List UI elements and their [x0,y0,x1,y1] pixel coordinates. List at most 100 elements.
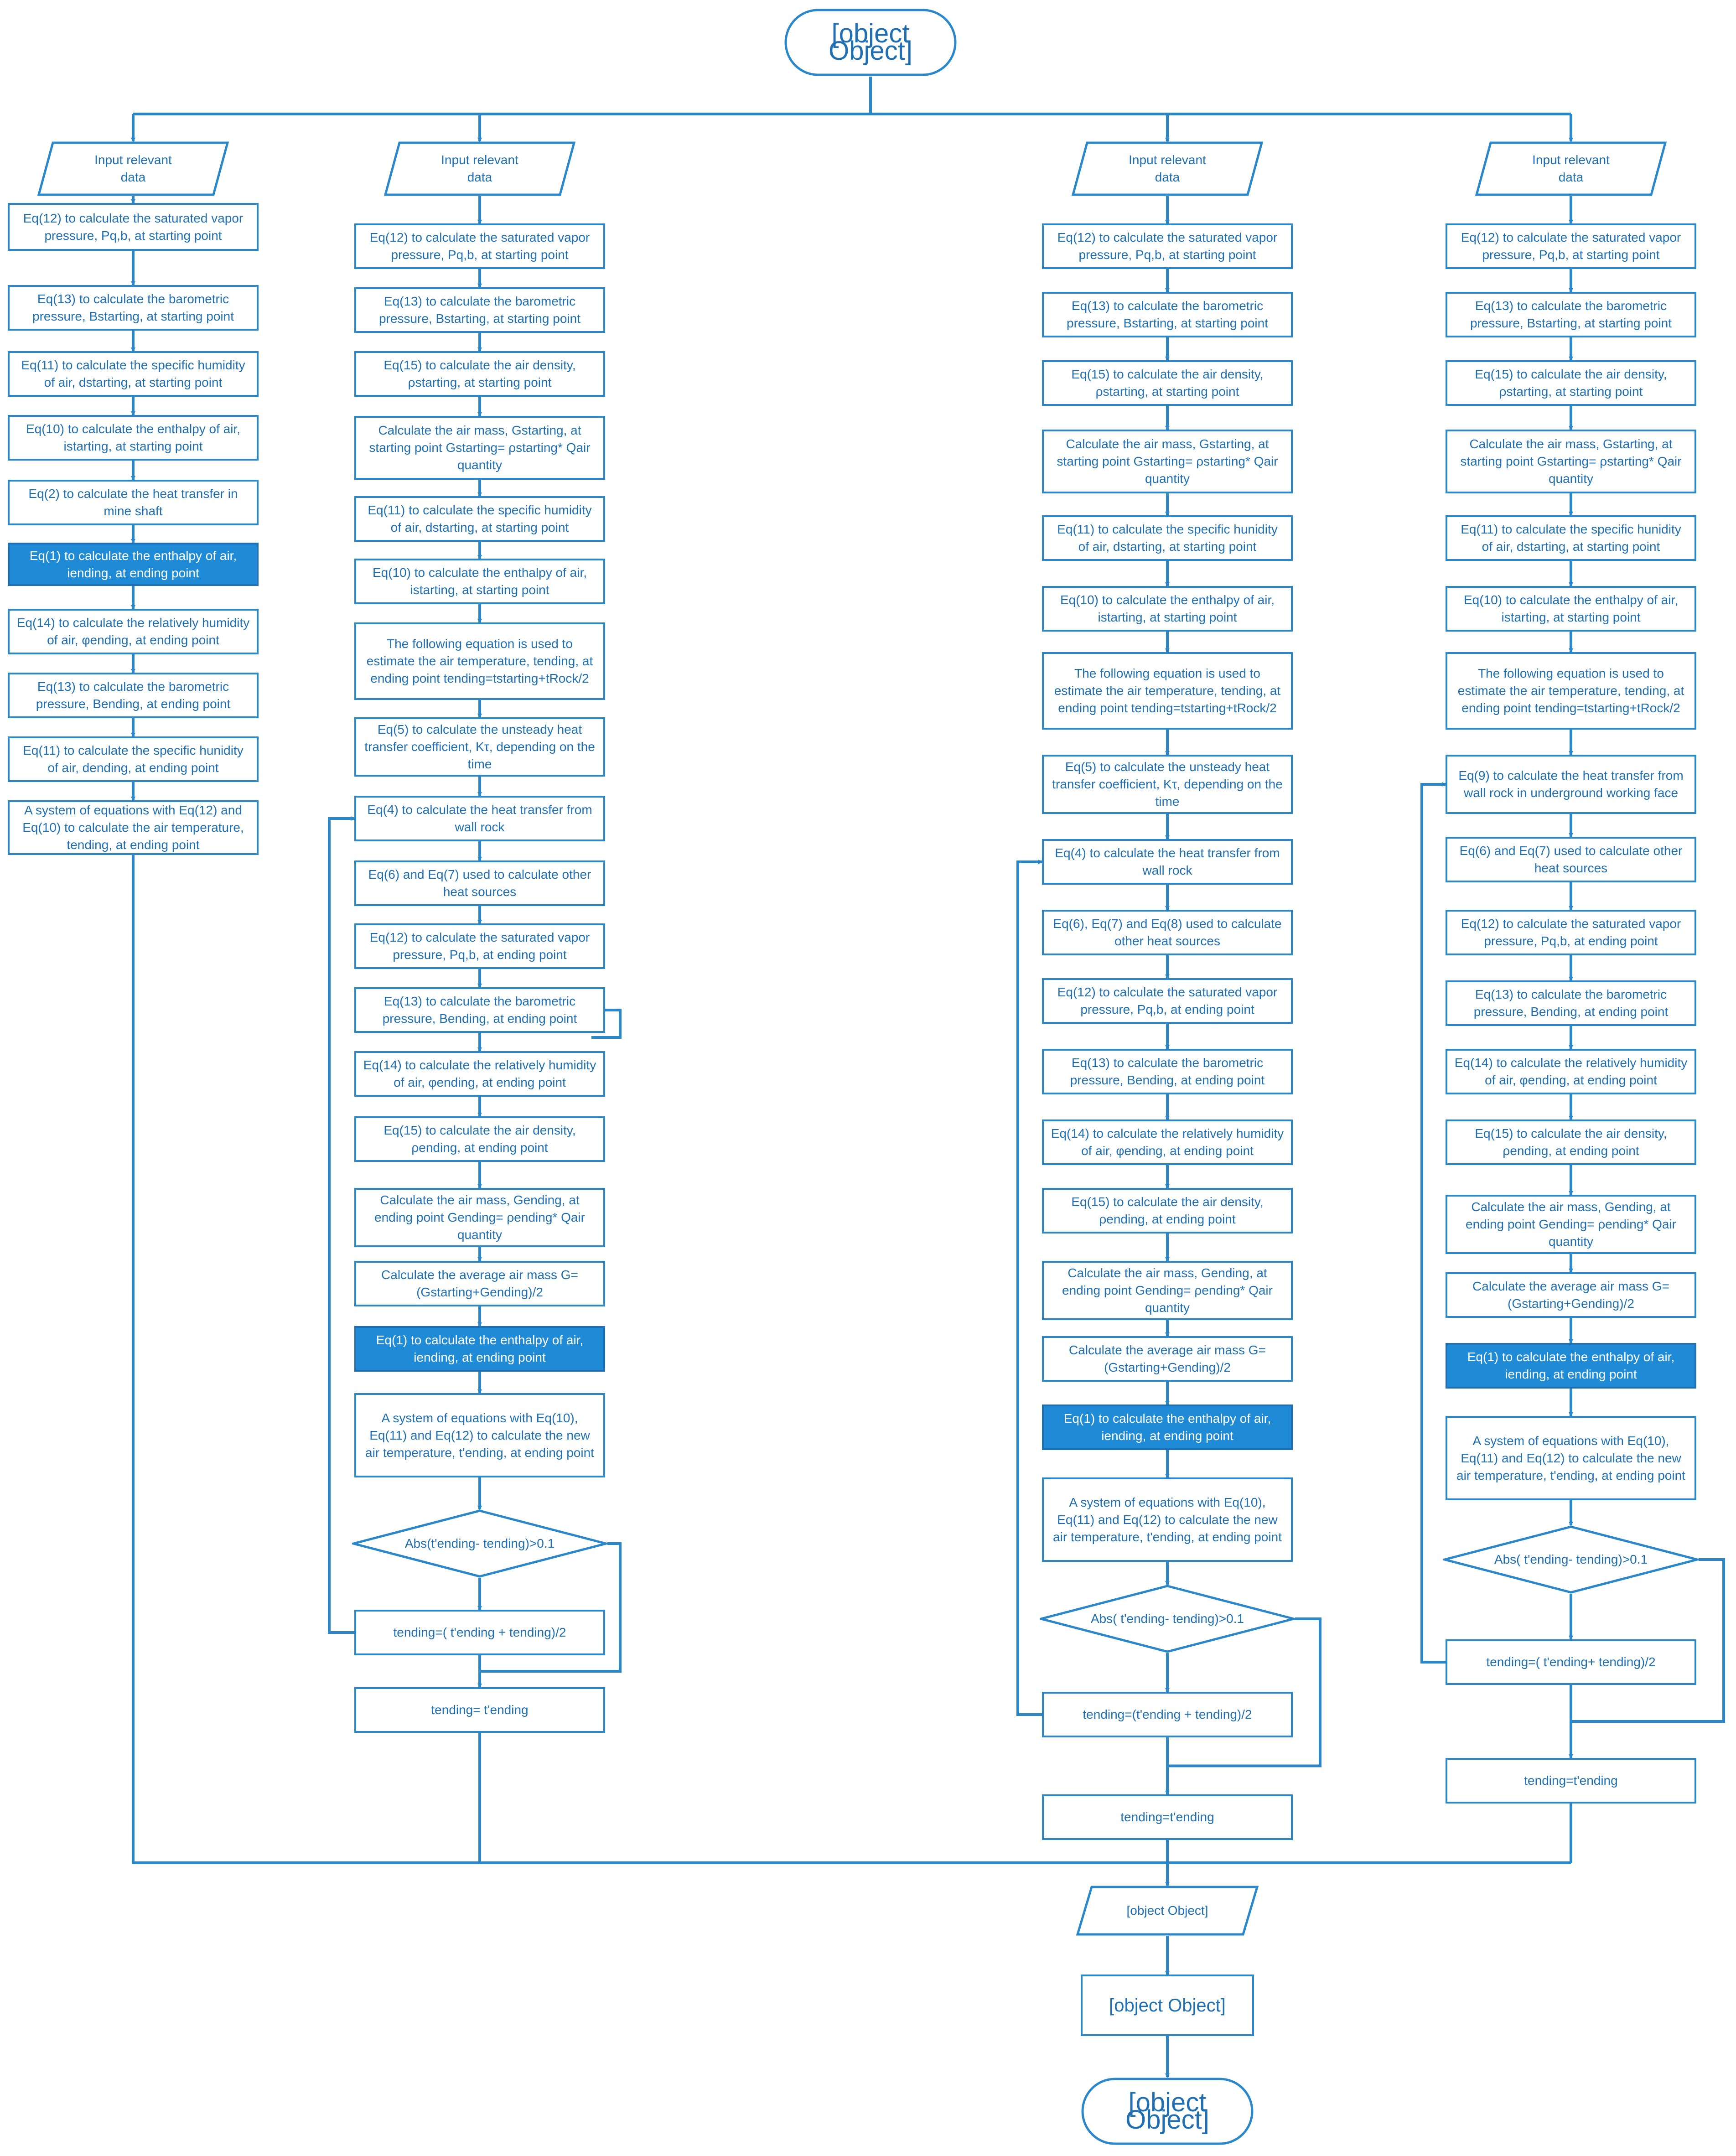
head-step-4-text: Calculate the air mass, Gstarting, at st… [1057,437,1278,486]
roadway-step-5-text: Eq(11) to calculate the specific humidit… [368,503,592,534]
shaft-step-5-text: Eq(2) to calculate the heat transfer in … [28,487,238,518]
face-step-1-text: Eq(12) to calculate the saturated vapor … [1461,230,1681,262]
roadway-step-16-text: Calculate the average air mass G=(Gstart… [381,1268,578,1299]
head-step-5: Eq(11) to calculate the specific hunidit… [1042,515,1293,561]
face-step-11: Eq(13) to calculate the barometric press… [1446,980,1696,1026]
head-step-17-text: Eq(1) to calculate the enthalpy of air, … [1063,1411,1271,1443]
shaft-step-0-text: Input relevant data [94,153,172,184]
face-step-4-text: Calculate the air mass, Gstarting, at st… [1460,437,1682,486]
output-parallelogram-text: [object Object] [1126,1903,1208,1918]
shaft-step-6-text: Eq(1) to calculate the enthalpy of air, … [29,548,237,580]
roadway-step-14-text: Eq(15) to calculate the air density, ρen… [383,1123,576,1155]
shaft-step-2-text: Eq(13) to calculate the barometric press… [32,292,234,323]
head-step-13-text: Eq(14) to calculate the relatively humid… [1051,1126,1284,1158]
shaft-step-0: Input relevant data [37,141,229,196]
head-step-4: Calculate the air mass, Gstarting, at st… [1042,430,1293,493]
start-terminal: [object Object] [784,8,957,77]
face-step-8: Eq(9) to calculate the heat transfer fro… [1446,755,1696,814]
print-results-box: [object Object] [1081,1975,1254,2036]
head-step-9: Eq(4) to calculate the heat transfer fro… [1042,839,1293,885]
face-step-9-text: Eq(6) and Eq(7) used to calculate other … [1459,844,1683,875]
head-step-11-text: Eq(12) to calculate the saturated vapor … [1057,985,1278,1016]
head-step-1: Eq(12) to calculate the saturated vapor … [1042,223,1293,269]
head-step-11: Eq(12) to calculate the saturated vapor … [1042,978,1293,1024]
head-step-5-text: Eq(11) to calculate the specific hunidit… [1057,522,1278,554]
face-step-19: tending=( t'ending+ tending)/2 [1446,1639,1696,1685]
shaft-step-6: Eq(1) to calculate the enthalpy of air, … [8,543,259,586]
shaft-step-2: Eq(13) to calculate the barometric press… [8,285,259,331]
roadway-step-1: Eq(12) to calculate the saturated vapor … [354,223,605,269]
head-step-14: Eq(15) to calculate the air density, ρen… [1042,1188,1293,1233]
connector [1167,1617,1321,1767]
shaft-step-1-text: Eq(12) to calculate the saturated vapor … [23,211,244,243]
face-step-4: Calculate the air mass, Gstarting, at st… [1446,430,1696,493]
head-step-12: Eq(13) to calculate the barometric press… [1042,1049,1293,1094]
head-step-15-text: Calculate the air mass, Gending, at endi… [1062,1266,1273,1315]
roadway-step-9: Eq(4) to calculate the heat transfer fro… [354,796,605,841]
face-step-0: Input relevant data [1475,141,1667,196]
face-step-2-text: Eq(13) to calculate the barometric press… [1470,299,1672,330]
face-step-16-text: Eq(1) to calculate the enthalpy of air, … [1467,1350,1675,1381]
face-step-16: Eq(1) to calculate the enthalpy of air, … [1446,1343,1696,1389]
head-step-7: The following equation is used to estima… [1042,652,1293,730]
head-step-8-text: Eq(5) to calculate the unsteady heat tra… [1052,760,1283,808]
roadway-step-13-text: Eq(14) to calculate the relatively humid… [363,1058,596,1089]
face-step-18-text: Abs( t'ending- tending)>0.1 [1494,1552,1648,1566]
roadway-step-4: Calculate the air mass, Gstarting, at st… [354,416,605,480]
connector [1016,860,1043,1716]
head-step-20: tending=(t'ending + tending)/2 [1042,1692,1293,1737]
shaft-step-1: Eq(12) to calculate the saturated vapor … [8,203,259,251]
head-step-18-text: A system of equations with Eq(10), Eq(11… [1053,1495,1282,1544]
roadway-step-21: tending= t'ending [354,1687,605,1733]
face-step-6-text: Eq(10) to calculate the enthalpy of air,… [1463,593,1679,624]
roadway-step-20: tending=( t'ending + tending)/2 [354,1610,605,1655]
head-step-6: Eq(10) to calculate the enthalpy of air,… [1042,586,1293,632]
roadway-step-0: Input relevant data [384,141,575,196]
connector [480,1542,622,1673]
face-step-14-text: Calculate the air mass, Gending, at endi… [1466,1200,1676,1249]
head-step-1-text: Eq(12) to calculate the saturated vapor … [1057,230,1278,262]
face-step-9: Eq(6) and Eq(7) used to calculate other … [1446,837,1696,882]
face-step-8-text: Eq(9) to calculate the heat transfer fro… [1458,768,1684,800]
face-step-20: tending=t'ending [1446,1758,1696,1804]
roadway-step-19: Abs(t'ending- tending)>0.1 [352,1509,607,1578]
head-step-19-text: Abs( t'ending- tending)>0.1 [1090,1612,1244,1626]
print-results-box-text: [object Object] [1109,1995,1226,2016]
connector [1420,782,1446,1664]
face-step-5-text: Eq(11) to calculate the specific hunidit… [1461,522,1681,554]
head-step-10-text: Eq(6), Eq(7) and Eq(8) used to calculate… [1053,917,1282,948]
head-step-14-text: Eq(15) to calculate the air density, ρen… [1071,1195,1264,1226]
head-step-12-text: Eq(13) to calculate the barometric press… [1070,1056,1265,1087]
shaft-step-9: Eq(11) to calculate the specific hunidit… [8,736,259,782]
start-terminal-text: [object Object] [829,19,912,66]
connector [1571,1558,1725,1723]
head-step-10: Eq(6), Eq(7) and Eq(8) used to calculate… [1042,910,1293,955]
roadway-step-6: Eq(10) to calculate the enthalpy of air,… [354,559,605,604]
head-step-6-text: Eq(10) to calculate the enthalpy of air,… [1060,593,1275,624]
roadway-step-11: Eq(12) to calculate the saturated vapor … [354,923,605,969]
roadway-step-4-text: Calculate the air mass, Gstarting, at st… [369,423,591,472]
roadway-step-6-text: Eq(10) to calculate the enthalpy of air,… [372,565,587,597]
roadway-step-19-text: Abs(t'ending- tending)>0.1 [404,1536,555,1550]
head-step-7-text: The following equation is used to estima… [1054,666,1281,715]
roadway-step-15: Calculate the air mass, Gending, at endi… [354,1188,605,1247]
face-step-18: Abs( t'ending- tending)>0.1 [1443,1525,1699,1594]
roadway-step-10-text: Eq(6) and Eq(7) used to calculate other … [368,867,591,899]
roadway-step-10: Eq(6) and Eq(7) used to calculate other … [354,860,605,906]
roadway-step-0-text: Input relevant data [441,153,518,184]
head-step-2: Eq(13) to calculate the barometric press… [1042,292,1293,337]
shaft-step-4-text: Eq(10) to calculate the enthalpy of air,… [26,422,241,453]
end-terminal-text: [object Object] [1125,2088,1209,2135]
face-step-1: Eq(12) to calculate the saturated vapor … [1446,223,1696,269]
roadway-step-18: A system of equations with Eq(10), Eq(11… [354,1393,605,1477]
roadway-step-14: Eq(15) to calculate the air density, ρen… [354,1116,605,1162]
face-step-0-text: Input relevant data [1532,153,1610,184]
head-step-15: Calculate the air mass, Gending, at endi… [1042,1261,1293,1320]
roadway-step-17-text: Eq(1) to calculate the enthalpy of air, … [376,1333,584,1364]
face-step-13-text: Eq(15) to calculate the air density, ρen… [1475,1126,1667,1158]
face-step-3: Eq(15) to calculate the air density, ρst… [1446,360,1696,406]
roadway-step-18-text: A system of equations with Eq(10), Eq(11… [365,1410,594,1460]
face-step-3-text: Eq(15) to calculate the air density, ρst… [1475,367,1667,399]
head-step-9-text: Eq(4) to calculate the heat transfer fro… [1055,846,1280,877]
